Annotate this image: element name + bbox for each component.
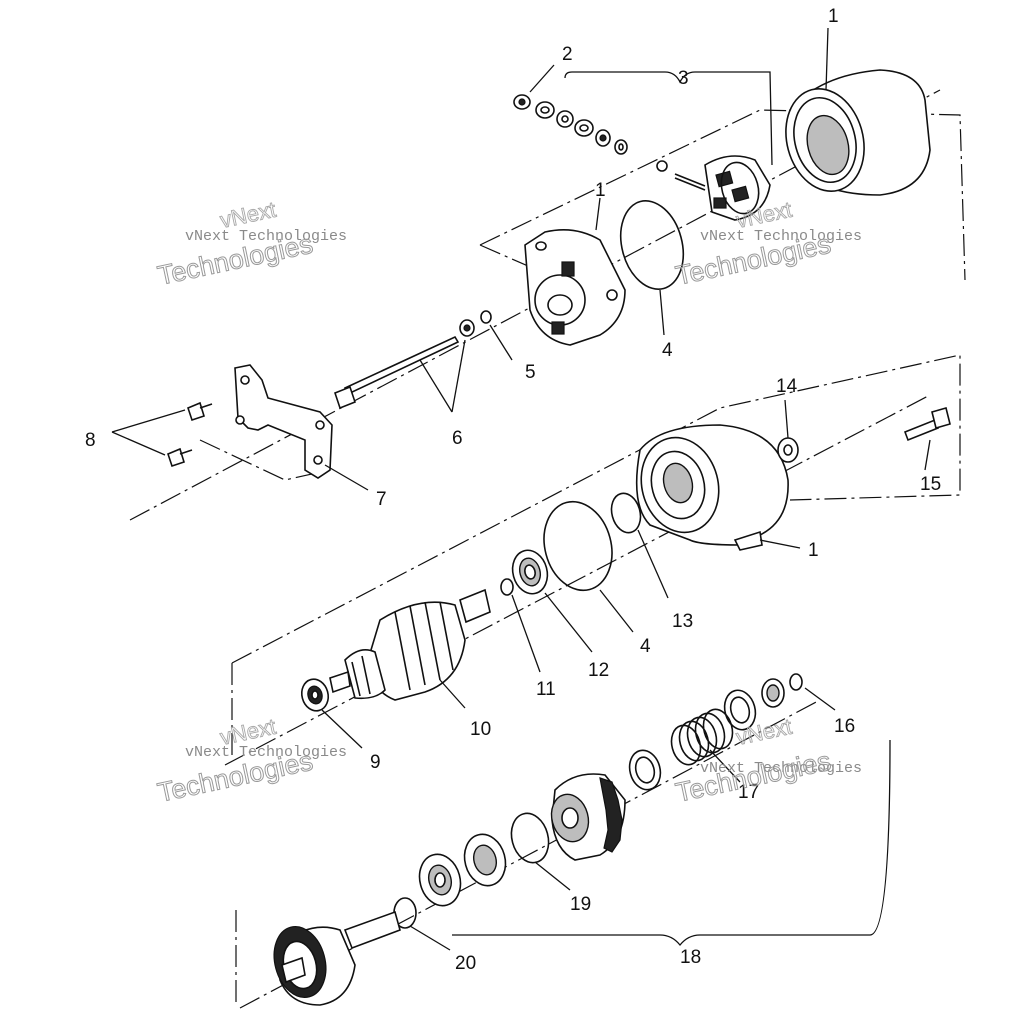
drive-gear-shaft (273, 910, 401, 1006)
callout-10: 10 (470, 719, 491, 740)
o-ring-upper (619, 200, 685, 290)
bushing (300, 678, 330, 712)
drive-end-washers (723, 673, 803, 731)
through-bolt (334, 319, 475, 410)
front-housing (635, 424, 789, 551)
watermark-top-right: vNext vNext Technologies Technologies (673, 196, 863, 291)
callout-7: 7 (376, 489, 387, 510)
callout-8: 8 (85, 430, 96, 451)
watermark-bottom-left: vNext vNext Technologies Technologies (155, 713, 348, 808)
callout-20: 20 (455, 953, 476, 974)
callout-14: 14 (776, 376, 798, 397)
housing-washer (777, 437, 799, 463)
callout-9: 9 (370, 752, 381, 773)
rear-cover (524, 229, 626, 346)
callout-1-rear-cover: 1 (595, 180, 606, 201)
return-spring (628, 708, 734, 791)
callout-16: 16 (834, 716, 855, 737)
pinion-clutch (550, 773, 626, 861)
callout-11: 11 (536, 679, 556, 700)
callout-numbers: 1 2 3 1 4 5 6 8 7 14 15 1 13 4 12 11 10 … (85, 6, 941, 974)
callout-19: 19 (570, 894, 591, 915)
callout-5: 5 (525, 362, 536, 383)
o-ring-small (610, 492, 642, 534)
callout-1-front-housing: 1 (808, 540, 819, 561)
o-ring-lower (543, 500, 613, 592)
callout-1-yoke: 1 (828, 6, 839, 27)
callout-17: 17 (738, 782, 759, 803)
watermark-small-text: vNext Technologies (700, 760, 862, 777)
callout-leaders (111, 27, 931, 951)
watermark-top-left: vNext vNext Technologies Technologies (155, 196, 348, 291)
callout-13: 13 (672, 611, 693, 632)
yoke-housing (785, 69, 931, 196)
watermark-small-text: vNext Technologies (700, 228, 862, 245)
thrust-collar (418, 833, 507, 907)
small-washer (480, 310, 492, 324)
snap-ring-upper (500, 578, 514, 596)
callout-4-upper: 4 (662, 340, 673, 361)
callout-12: 12 (588, 660, 609, 681)
nut-and-washer-set (513, 94, 668, 172)
snap-ring-clutch (510, 812, 550, 864)
watermark-small-text: vNext Technologies (185, 228, 347, 245)
callout-15: 15 (920, 474, 941, 495)
mounting-bracket (234, 364, 333, 479)
callout-6: 6 (452, 428, 463, 449)
bearing (511, 549, 549, 595)
bracket-bolts (167, 401, 213, 468)
callout-4-lower: 4 (640, 636, 651, 657)
callout-18: 18 (680, 947, 701, 968)
armature (329, 588, 491, 701)
callout-3: 3 (678, 68, 689, 89)
brush-holder-assembly (674, 155, 771, 221)
callout-2: 2 (562, 44, 573, 65)
watermark-small-text: vNext Technologies (185, 744, 347, 761)
housing-bolt (903, 407, 951, 442)
